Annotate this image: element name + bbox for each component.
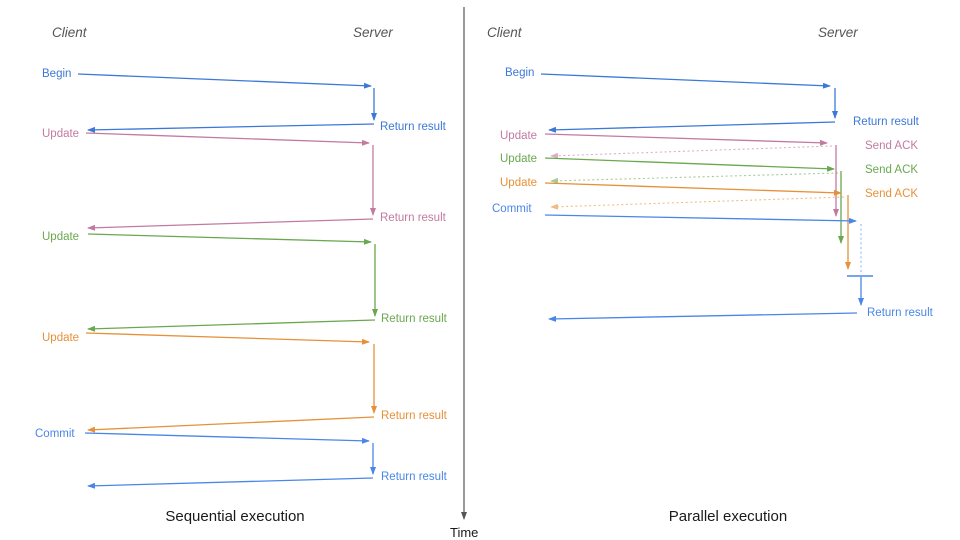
seq-begin-return-label: Return result [380,121,447,133]
par-commit-return-label: Return result [867,307,934,319]
par-update3-ack-label: Send ACK [865,188,918,200]
diagram-arrows [77,7,873,520]
message-arrow-line [548,312,858,322]
message-arrow-line [87,416,375,433]
message-arrow-line [550,145,833,159]
message-arrow-line [77,73,372,89]
message-arrow-line [84,432,370,444]
seq-commit-label: Commit [35,428,75,440]
seq-begin-label: Begin [42,68,71,80]
par-update1-label: Update [500,130,537,142]
seq-update3-return-label: Return result [381,410,448,422]
message-arrow-line [544,133,828,146]
par-update1-ack-label: Send ACK [865,140,918,152]
sequential-panel-title: Sequential execution [165,508,304,525]
seq-update1-label: Update [42,128,79,140]
message-arrow-line [85,132,370,146]
message-arrow-line [544,157,835,172]
message-arrow-line [548,121,836,133]
par-begin-return-label: Return result [853,116,920,128]
par-update2-label: Update [500,153,537,165]
seq-update2-label: Update [42,231,79,243]
seq-update1-return-label: Return result [380,212,447,224]
server-header-parallel: Server [818,25,858,40]
message-arrow-line [550,172,839,184]
par-begin-label: Begin [505,67,534,79]
server-header-sequential: Server [353,25,393,40]
time-axis-label: Time [450,525,478,540]
message-arrow-line [544,214,857,224]
message-arrow-line [87,233,372,245]
message-arrow-line [87,477,374,489]
message-arrow-line [540,73,831,89]
client-header-sequential: Client [52,25,88,40]
message-arrow-line [87,319,376,332]
seq-commit-return-label: Return result [381,471,448,483]
seq-update3-label: Update [42,332,79,344]
parallel-panel-title: Parallel execution [669,508,787,525]
message-arrow-line [87,123,375,133]
message-arrow-line [85,332,370,345]
par-update2-ack-label: Send ACK [865,164,918,176]
message-arrow-line [87,218,374,231]
message-arrow-line [550,196,845,210]
par-update3-label: Update [500,177,537,189]
par-commit-label: Commit [492,203,532,215]
client-header-parallel: Client [487,25,523,40]
message-arrow-line [544,182,842,196]
seq-update2-return-label: Return result [381,313,448,325]
